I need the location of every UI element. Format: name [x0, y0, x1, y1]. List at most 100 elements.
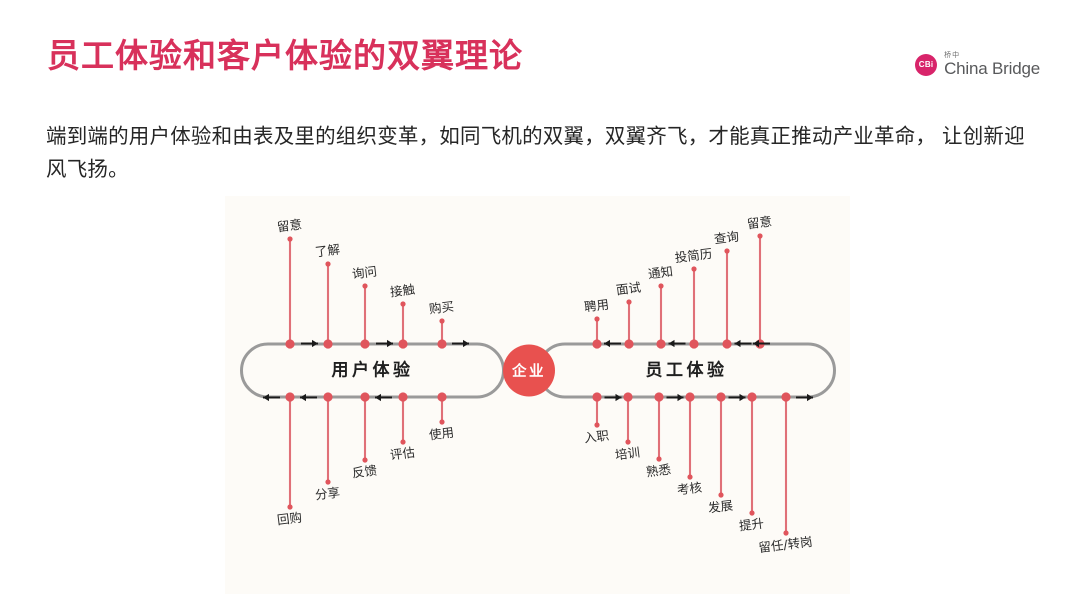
- stage-rail-dot: [437, 339, 447, 349]
- right-loop-employee-experience-caption: 员工体验: [646, 360, 728, 381]
- stage-rail-dot: [398, 392, 408, 402]
- stage-endpoint-dot: [724, 248, 730, 254]
- stage-rail-dot: [285, 339, 295, 349]
- stage-endpoint-dot: [594, 316, 600, 322]
- stage-endpoint-dot: [718, 492, 724, 498]
- flow-arrow-head: [312, 339, 318, 348]
- flow-arrow-head: [753, 339, 759, 348]
- stage-endpoint-dot: [287, 236, 293, 242]
- brand-chinese-name: 桥中: [944, 52, 961, 59]
- left-loop-user-experience-track: [240, 342, 505, 399]
- stage-label: 留任/转岗: [758, 534, 814, 555]
- stage-label: 培训: [614, 445, 641, 463]
- stage-label: 了解: [314, 242, 341, 260]
- page-title: 员工体验和客户体验的双翼理论: [47, 37, 523, 74]
- stage-rail-dot: [656, 339, 666, 349]
- stage-endpoint-dot: [658, 283, 664, 289]
- stage-rail-dot: [398, 339, 408, 349]
- stage-rail-dot: [716, 392, 726, 402]
- stage-endpoint-dot: [439, 318, 445, 324]
- stage-endpoint-dot: [439, 419, 445, 425]
- stage-label: 熟悉: [645, 462, 672, 480]
- brand-wordmark: 桥中 China Bridge: [944, 52, 1040, 77]
- stage-label: 入职: [583, 428, 610, 446]
- stage-rail-dot: [323, 339, 333, 349]
- stage-label: 投简历: [674, 246, 713, 265]
- flow-arrow-head: [807, 393, 813, 402]
- left-loop-user-experience-caption: 用户体验: [332, 360, 414, 381]
- center-badge-label: 企业: [511, 362, 546, 380]
- flow-arrow-head: [375, 393, 381, 402]
- flow-arrow-head: [387, 339, 393, 348]
- stage-endpoint-dot: [626, 299, 632, 305]
- stage-endpoint-dot: [687, 474, 693, 480]
- stage-label: 接触: [389, 282, 416, 300]
- stage-endpoint-dot: [625, 439, 631, 445]
- stage-label: 提升: [738, 516, 765, 534]
- brand-english-name-part2: Bridge: [992, 59, 1040, 78]
- stage-rail-dot: [285, 392, 295, 402]
- stage-endpoint-dot: [783, 530, 789, 536]
- brand-logo: CBi 桥中 China Bridge: [915, 52, 1040, 77]
- stage-rail-dot: [592, 392, 602, 402]
- stage-endpoint-dot: [325, 261, 331, 267]
- stage-rail-dot: [654, 392, 664, 402]
- stage-label: 留意: [746, 214, 773, 232]
- stage-endpoint-dot: [594, 422, 600, 428]
- flow-arrow-head: [677, 393, 684, 402]
- stage-label: 聘用: [583, 297, 610, 315]
- diagram-canvas: 留意了解询问接触购买回购分享反馈评估使用用户体验聘用面试通知投简历查询留意入职培…: [240, 214, 836, 555]
- stage-label: 评估: [389, 445, 416, 463]
- stage-label: 使用: [428, 425, 455, 443]
- stage-rail-dot: [689, 339, 699, 349]
- stage-rail-dot: [685, 392, 695, 402]
- center-badge-enterprise: 企业: [503, 344, 555, 397]
- stage-rail-dot: [781, 392, 791, 402]
- flow-arrow-head: [463, 339, 469, 348]
- stage-endpoint-dot: [362, 283, 368, 289]
- stage-label: 询问: [351, 264, 378, 282]
- stage-rail-dot: [360, 392, 370, 402]
- stage-label: 通知: [647, 264, 674, 282]
- flow-arrow-head: [615, 393, 622, 402]
- stage-label: 回购: [276, 510, 303, 528]
- stage-endpoint-dot: [757, 233, 763, 239]
- stage-rail-dot: [624, 339, 634, 349]
- flow-arrow-head: [739, 393, 746, 402]
- stage-endpoint-dot: [362, 457, 368, 463]
- stage-label: 考核: [676, 480, 703, 498]
- stage-endpoint-dot: [656, 456, 662, 462]
- flow-arrow-head: [668, 339, 675, 348]
- stage-label: 面试: [615, 280, 642, 298]
- stage-rail-dot: [747, 392, 757, 402]
- stage-rail-dot: [592, 339, 602, 349]
- stage-rail-dot: [623, 392, 633, 402]
- brand-english-name: China Bridge: [944, 60, 1040, 77]
- stage-label: 发展: [707, 498, 734, 516]
- flow-arrow-head: [604, 339, 610, 348]
- stage-label: 分享: [314, 485, 341, 503]
- stage-label: 购买: [428, 299, 455, 317]
- dual-wing-diagram: 留意了解询问接触购买回购分享反馈评估使用用户体验聘用面试通知投简历查询留意入职培…: [225, 196, 850, 594]
- stage-endpoint-dot: [325, 479, 331, 485]
- brand-english-name-part1: China: [944, 59, 988, 78]
- stage-endpoint-dot: [691, 266, 697, 272]
- center-badge-circle: [503, 344, 555, 397]
- body-paragraph: 端到端的用户体验和由表及里的组织变革，如同飞机的双翼，双翼齐飞，才能真正推动产业…: [46, 125, 1025, 182]
- flow-arrow-head: [263, 393, 269, 402]
- stage-endpoint-dot: [287, 504, 293, 510]
- stage-rail-dot: [323, 392, 333, 402]
- stage-label: 查询: [713, 229, 740, 247]
- cbi-logo-icon: CBi: [915, 53, 938, 76]
- stage-rail-dot: [437, 392, 447, 402]
- stage-rail-dot: [360, 339, 370, 349]
- flow-arrow-head: [734, 339, 741, 348]
- stage-label: 留意: [276, 217, 303, 235]
- stage-endpoint-dot: [749, 510, 755, 516]
- stage-rail-dot: [722, 339, 732, 349]
- stage-endpoint-dot: [400, 439, 406, 445]
- stage-endpoint-dot: [400, 301, 406, 307]
